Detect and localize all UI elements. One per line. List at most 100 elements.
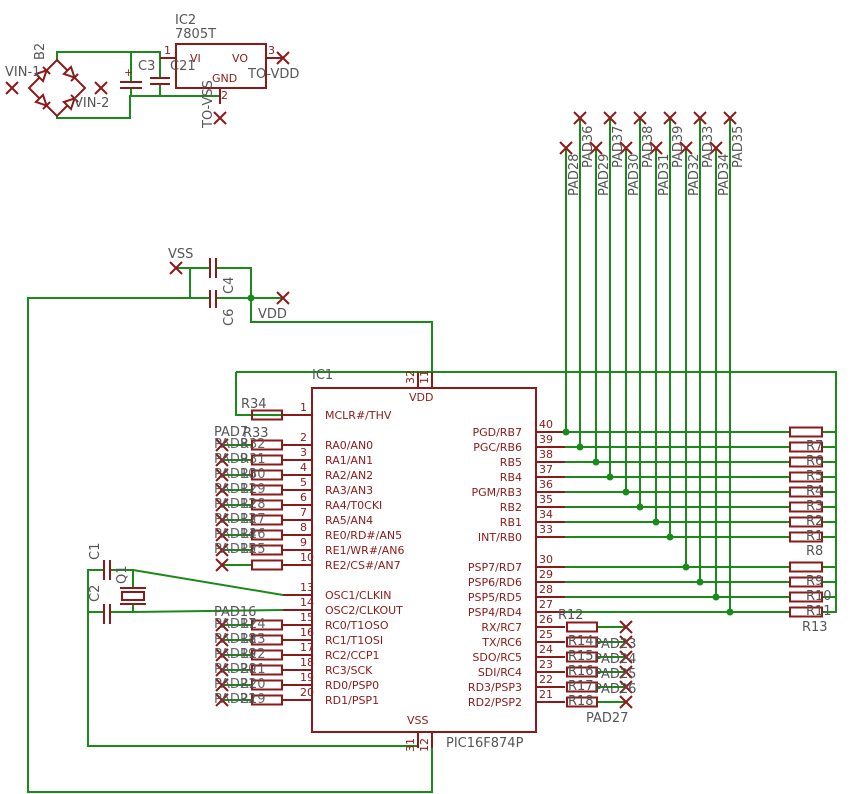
left-resistor <box>251 679 283 691</box>
resistor-label-overlap: R3 <box>806 499 823 514</box>
right-resistor <box>789 441 823 453</box>
ic2-name-label: IC2 <box>175 13 196 28</box>
junction-dot <box>682 563 690 571</box>
pad-label-overlap: PAD13 <box>214 512 256 527</box>
ic1-left-pin-number: 7 <box>300 506 307 519</box>
resistor-label-overlap: R2 <box>806 514 823 529</box>
vin1-label: VIN-1 <box>5 65 40 80</box>
ic1-right-pin-number: 35 <box>539 493 553 506</box>
ic1-part-label: PIC16F874P <box>446 736 524 751</box>
ic1-right-pin-number: 33 <box>539 523 553 536</box>
unconnected-x-mark <box>215 513 229 527</box>
bridge-diode <box>34 93 51 110</box>
ic2-vo-label: VO <box>232 52 248 65</box>
left-resistor <box>251 544 283 556</box>
unconnected-x-mark <box>663 111 677 125</box>
ic1-left-pin-number: 5 <box>300 476 307 489</box>
resistor-label-overlap: R14 <box>568 634 594 649</box>
ic1-vss-label: VSS <box>407 714 429 727</box>
ic1-left-pin-number: 6 <box>300 491 307 504</box>
ic1-right-pin-name: PSP5/RD5 <box>468 591 522 604</box>
resistor-label-overlap: R22 <box>240 647 266 662</box>
c3-label: C3 <box>138 59 155 74</box>
pad-label-overlap: PAD24 <box>594 652 636 667</box>
pad-label-overlap: PAD11 <box>214 482 256 497</box>
pad-label-overlap: PAD22 <box>214 692 256 707</box>
left-resistor <box>251 664 283 676</box>
vdd-wire <box>250 298 433 372</box>
labels: 1MCLR#/THV2RA0/AN03RA1/AN14RA2/AN25RA3/A… <box>124 66 832 752</box>
ic1-left-pin-name: RA2/AN2 <box>325 469 373 482</box>
ic1-right-pin-name: SDO/RC5 <box>472 651 522 664</box>
r34-resistor <box>251 409 283 421</box>
ic1-right-pin-number: 39 <box>539 433 553 446</box>
pad7-label: PAD7 <box>214 425 248 440</box>
vss-wire <box>27 297 433 793</box>
right-resistor <box>789 606 823 618</box>
resistor-label-overlap: R23 <box>240 632 266 647</box>
r13-label: R13 <box>802 620 828 635</box>
diode-bar <box>70 94 79 103</box>
ic1-left-pin-name: RD0/PSP0 <box>325 679 379 692</box>
unconnected-x-mark <box>589 141 603 155</box>
left-resistor <box>251 559 283 571</box>
to-vdd-label: TO-VDD <box>247 67 299 82</box>
pad-label-overlap: PAD20 <box>214 662 256 677</box>
ic1-right-pin-name: PSP4/RD4 <box>468 606 522 619</box>
ic1-right-pin-name: RB4 <box>500 471 522 484</box>
resistor-label-overlap: R21 <box>240 662 266 677</box>
diode-triangle <box>62 65 77 80</box>
resistor-label-overlap: R15 <box>568 649 594 664</box>
ic1-left-pin-name: RC3/SCK <box>325 664 373 677</box>
unconnected-x-mark <box>619 665 633 679</box>
resistor-label-overlap: R29 <box>240 482 266 497</box>
left-resistor <box>251 634 283 646</box>
resistor-label-overlap: R19 <box>240 692 266 707</box>
ic1-right-pin-number: 26 <box>539 613 553 626</box>
ic1-name-label: IC1 <box>312 368 333 383</box>
junction-dot <box>247 294 255 302</box>
top-pad-lower-label: PAD29 <box>597 154 612 196</box>
bridge-diode <box>62 65 79 82</box>
top-pad-lower-label: PAD34 <box>717 154 732 196</box>
c21-label: C21 <box>170 59 196 74</box>
ic1-left-pin-name: RA3/AN3 <box>325 484 373 497</box>
ic1-left-pin-name: RC0/T1OSO <box>325 619 389 632</box>
c6-label: C6 <box>222 309 237 326</box>
ic1-right-pin-name: PSP6/RD6 <box>468 576 522 589</box>
ic1-right-pin-name: PGD/RB7 <box>472 426 522 439</box>
bridge-diode <box>62 94 79 111</box>
wire <box>110 604 134 613</box>
pad-label-overlap: PAD15 <box>214 542 256 557</box>
bottom-right-resistor <box>566 696 598 708</box>
resistor-label-overlap: R7 <box>806 439 823 454</box>
ic1-right-pin-number: 23 <box>539 658 553 671</box>
c1-label: C1 <box>88 543 103 560</box>
ic1-left-pin-name: MCLR#/THV <box>325 409 392 422</box>
pad-label-overlap: PAD14 <box>214 527 256 542</box>
unconnected-x-mark <box>215 453 229 467</box>
unconnected-x-mark <box>215 543 229 557</box>
diode-triangle <box>34 68 49 83</box>
ic2-pin2-label: 2 <box>221 89 228 102</box>
junction-dot <box>666 533 674 541</box>
ic1-right-pin-number: 28 <box>539 583 553 596</box>
ic1-left-pin-number: 14 <box>300 596 314 609</box>
left-resistor <box>251 694 283 706</box>
ic1-left-pin-number: 1 <box>300 401 307 414</box>
ic1-left-pin-name: RA5/AN4 <box>325 514 373 527</box>
wire <box>189 268 210 299</box>
ic1-left-pin-number: 19 <box>300 671 314 684</box>
unconnected-x-mark <box>276 291 290 305</box>
ic1-left-pin-number: 3 <box>300 446 307 459</box>
right-resistor <box>789 576 823 588</box>
unconnected-x-mark <box>94 81 108 95</box>
top-pad-upper-label: PAD35 <box>731 126 746 168</box>
left-resistor <box>251 469 283 481</box>
pad-label-overlap: PAD26 <box>594 682 636 697</box>
resistor-label-overlap: R17 <box>568 679 594 694</box>
ic1-vdd-pin-number: 11 <box>418 370 431 384</box>
resistor-label-overlap: R1 <box>806 529 823 544</box>
ic2-gnd-label: GND <box>212 72 237 85</box>
junction-dot <box>576 443 584 451</box>
